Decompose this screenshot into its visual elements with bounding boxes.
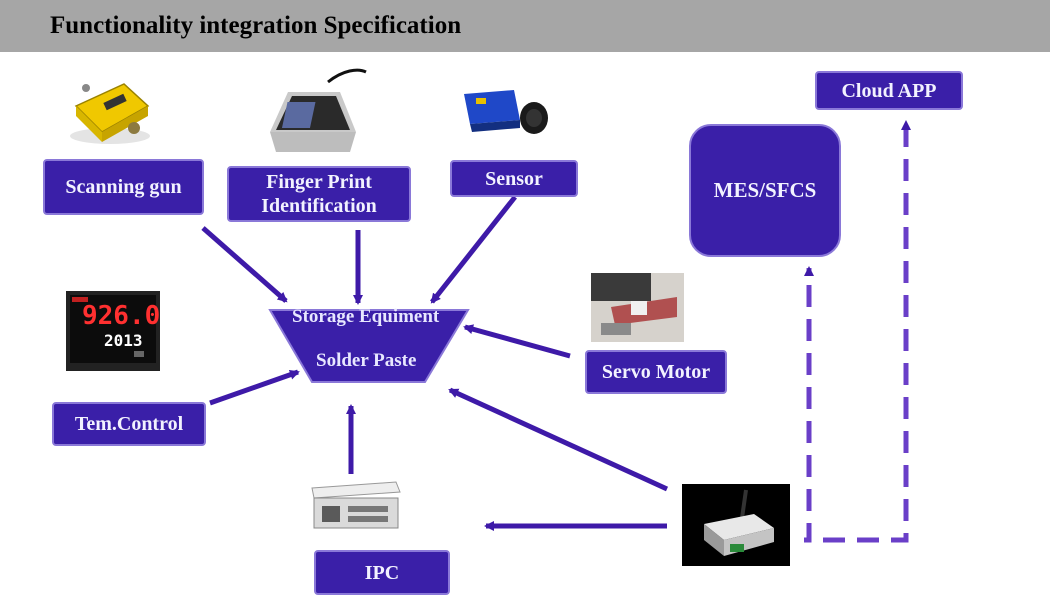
scanning-gun-label: Scanning gun xyxy=(65,176,182,198)
arrow-sensor-to-storage xyxy=(430,195,517,304)
arrow-scanner-to-storage xyxy=(201,226,288,303)
ipc-label: IPC xyxy=(364,561,400,584)
ipc-box: IPC xyxy=(314,550,450,595)
finger-print-box: Finger Print Identification xyxy=(227,166,411,222)
fingerprint-reader-icon xyxy=(258,62,368,162)
cloud-app-box: Cloud APP xyxy=(815,71,963,110)
industrial-pc-icon xyxy=(308,478,401,530)
scanning-gun-box: Scanning gun xyxy=(43,159,204,215)
servo-motor-icon xyxy=(591,273,684,342)
cloud-app-label: Cloud APP xyxy=(841,79,937,102)
barcode-scanner-icon xyxy=(64,66,156,148)
tem-control-label: Tem.Control xyxy=(74,413,184,435)
solder-paste-label: Solder Paste xyxy=(316,350,417,371)
arrow-gateway-to-storage xyxy=(448,387,669,492)
temperature-readout-bottom: 2013 xyxy=(104,331,143,350)
finger-print-label-line1: Finger Print xyxy=(266,171,372,193)
arrow-temcontrol-to-storage xyxy=(209,369,300,406)
laser-sensor-icon xyxy=(462,84,552,146)
servo-motor-box: Servo Motor xyxy=(585,350,727,394)
wireless-gateway-icon xyxy=(682,484,790,566)
mes-sfcs-box: MES/SFCS xyxy=(689,124,841,257)
mes-sfcs-label: MES/SFCS xyxy=(713,177,817,202)
dashed-arrow-gateway-to-cloud xyxy=(823,120,911,543)
temperature-controller-icon: 926.0 2013 xyxy=(66,291,160,371)
temperature-readout-top: 926.0 xyxy=(82,301,161,331)
servo-motor-label: Servo Motor xyxy=(601,361,711,383)
title-bar: Functionality integration Specification xyxy=(0,0,1050,52)
dashed-arrow-gateway-to-mes xyxy=(804,266,814,543)
tem-control-box: Tem.Control xyxy=(52,402,206,446)
page-title: Functionality integration Specification xyxy=(50,12,462,39)
finger-print-label-line2: Identification xyxy=(261,195,377,217)
sensor-box: Sensor xyxy=(450,160,578,197)
sensor-label: Sensor xyxy=(485,167,543,190)
storage-equipment-label: Storage Equiment xyxy=(292,306,440,327)
solder-paste-storage-shape xyxy=(268,309,470,383)
arrow-servo-to-storage xyxy=(463,324,571,359)
